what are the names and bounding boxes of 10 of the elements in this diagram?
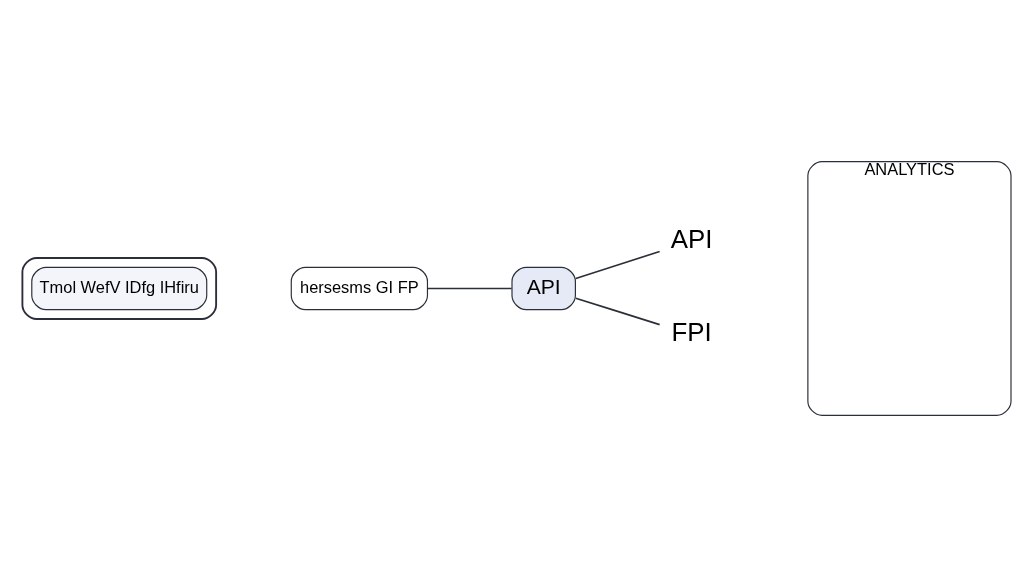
node-text: FPI (671, 317, 712, 346)
connector (574, 296, 661, 325)
node-box: Tmol WefV IDfg IHfiru (31, 266, 208, 310)
connector (574, 250, 661, 279)
node-text: API (670, 224, 713, 253)
node-box: API (511, 266, 576, 310)
node-box: hersesms GI FP (290, 266, 429, 310)
node-box: ANALYTICS (807, 160, 1012, 416)
connector (426, 287, 513, 289)
cluster (21, 256, 218, 320)
